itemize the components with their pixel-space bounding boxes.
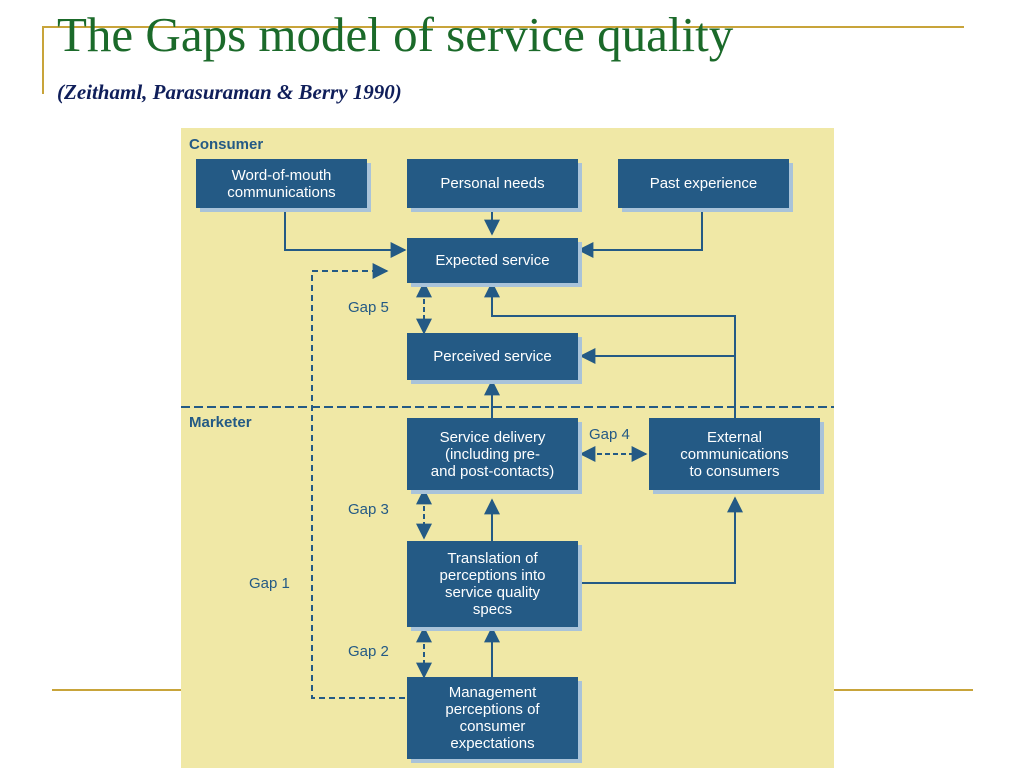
arrow-past-to-expected: [577, 208, 703, 258]
title-rule-top: [42, 26, 964, 28]
section-label-consumer: Consumer: [189, 136, 264, 153]
box-past-experience: Past experience: [618, 159, 789, 208]
arrow-translation-to-external: [581, 496, 743, 584]
diagram-connectors: [181, 208, 834, 699]
gaps-model-diagram: Consumer Marketer Word-of-mouth communic…: [181, 128, 834, 768]
arrow-gap1: [311, 263, 405, 699]
footer-rule-right: [833, 689, 973, 691]
box-management-perceptions: Management perceptions of consumer expec…: [407, 677, 578, 759]
box-translation-specs: Translation of perceptions into service …: [407, 541, 578, 627]
box-word-of-mouth: Word-of-mouth communications: [196, 159, 367, 208]
box-personal-needs: Personal needs: [407, 159, 578, 208]
arrow-wom-to-expected: [284, 208, 407, 258]
box-service-delivery: Service delivery (including pre- and pos…: [407, 418, 578, 490]
gap-2-label: Gap 2: [348, 643, 389, 660]
footer-rule-left: [52, 689, 182, 691]
box-perceived-service: Perceived service: [407, 333, 578, 380]
slide-title: The Gaps model of service quality: [57, 7, 734, 62]
arrow-external-to-expected: [484, 281, 736, 418]
box-external-communications: External communications to consumers: [649, 418, 820, 490]
slide-subtitle: (Zeithaml, Parasuraman & Berry 1990): [57, 80, 402, 104]
gap-3-label: Gap 3: [348, 501, 389, 518]
gap-5-label: Gap 5: [348, 299, 389, 316]
gap-1-label: Gap 1: [249, 575, 290, 592]
gap-4-label: Gap 4: [589, 426, 630, 443]
box-expected-service: Expected service: [407, 238, 578, 283]
section-label-marketer: Marketer: [189, 414, 252, 431]
title-rule-left: [42, 26, 44, 94]
